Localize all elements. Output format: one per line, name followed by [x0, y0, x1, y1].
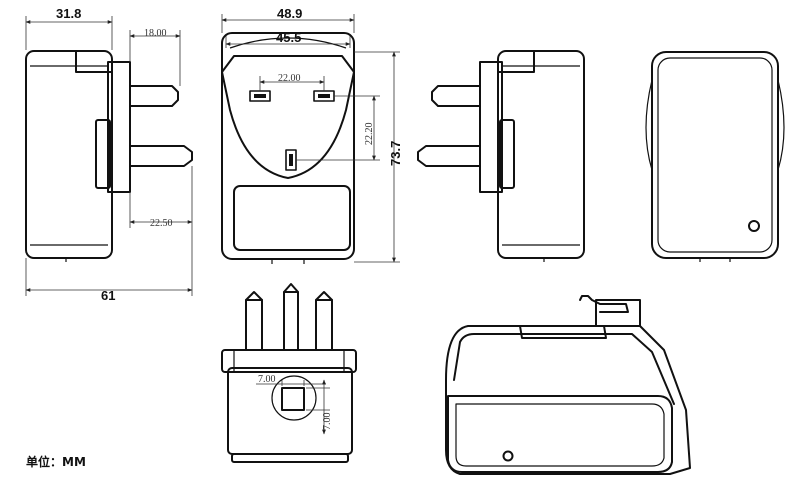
top-prong: [129, 85, 179, 107]
socket-circle: [271, 375, 317, 421]
plug-block: [107, 61, 131, 193]
side-body: [25, 50, 113, 259]
dim-overall-length: 61: [101, 288, 115, 303]
dim-height: 73.7: [388, 141, 403, 166]
plug-step-right: [497, 50, 535, 73]
side-body-right: [497, 50, 585, 259]
plug-block-right: [479, 61, 503, 193]
front-view-dimensions: 48.9 45.5 22.00 22.20 73.7: [221, 6, 403, 263]
bottom-prong-right: [417, 145, 481, 167]
dim-pin-spacing-h: 22.00: [278, 73, 301, 84]
top-prong-right: [431, 85, 481, 107]
dim-side-depth: 31.8: [56, 6, 81, 21]
plug-face: [221, 55, 355, 179]
dim-prong-length: 18.00: [144, 28, 167, 39]
iso-body: [445, 325, 691, 475]
dim-front-width-inner: 45.5: [276, 30, 301, 45]
bottom-view-dimensions: 7.00 7.00: [256, 374, 333, 435]
dim-socket-h: 7.00: [322, 413, 333, 431]
dim-socket-w: 7.00: [258, 374, 276, 385]
side-slot-right: [499, 119, 515, 189]
led-indicator: [748, 220, 760, 232]
side-view-dimensions: 31.8 18.00 22.50 61: [25, 6, 193, 303]
bottom-pin-left: [245, 299, 263, 351]
bottom-view: [221, 283, 357, 463]
plug-step: [75, 50, 113, 73]
back-body: [651, 51, 779, 259]
iso-prong-top: [579, 295, 629, 313]
side-view-left: [25, 50, 193, 262]
front-label-area: [233, 185, 351, 251]
iso-face: [447, 395, 673, 473]
back-view: [645, 51, 785, 262]
dim-pin-spacing-v: 22.20: [364, 123, 375, 146]
front-body: [221, 32, 355, 260]
bottom-pin-right: [315, 299, 333, 351]
unit-label: 单位：MM: [26, 455, 86, 469]
side-slot: [95, 119, 111, 189]
dim-front-width-outer: 48.9: [277, 6, 302, 21]
iso-led-indicator: [502, 450, 514, 462]
dim-prong-offset: 22.50: [150, 218, 173, 229]
front-view: [221, 32, 355, 264]
side-view-right: [417, 50, 585, 262]
iso-top-slot: [519, 325, 607, 339]
socket-square: [281, 387, 305, 411]
isometric-view: [445, 295, 691, 475]
bottom-prong: [129, 145, 193, 167]
bottom-pin-earth: [283, 291, 299, 351]
